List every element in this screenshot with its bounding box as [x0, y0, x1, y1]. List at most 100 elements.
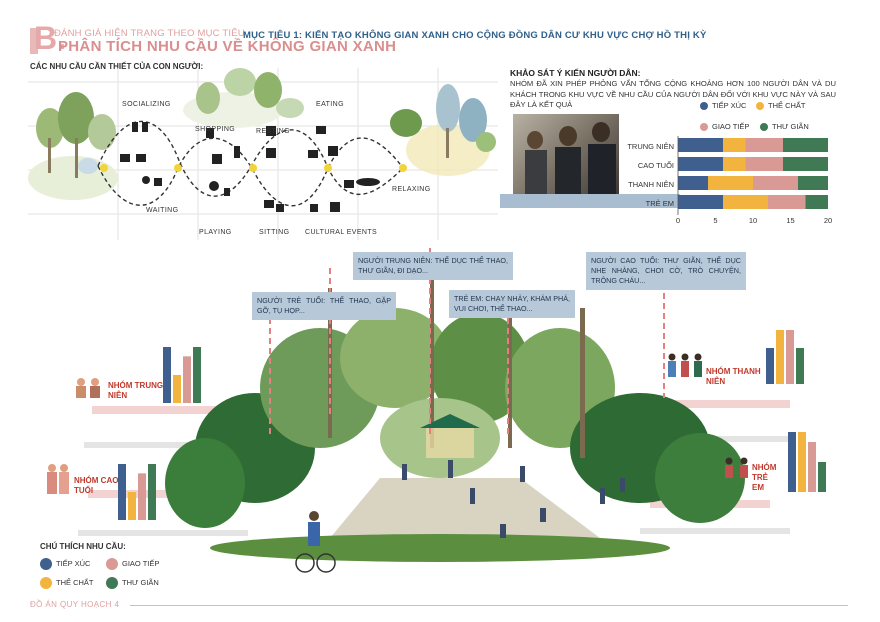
- needs-diagram: [28, 68, 498, 240]
- group-bar: [183, 356, 191, 403]
- center-tree-cluster: [183, 68, 304, 128]
- callout-middle-aged: NGƯỜI TRUNG NIÊN: THỂ DỤC THỂ THAO, THƯ …: [353, 252, 513, 280]
- legend-dot-icon: [40, 577, 52, 589]
- chart-legend-giao-tiep: GIAO TIẾP: [700, 122, 749, 132]
- group-bar: [766, 348, 774, 384]
- category-label: TRẺ EM: [646, 199, 674, 208]
- elderly-people-icon: [44, 462, 72, 498]
- legend-dot-icon: [760, 123, 768, 132]
- section-letter: B.: [34, 20, 66, 56]
- photo-accent-band: [500, 194, 680, 208]
- legend-item-the-chat: THỂ CHẤT: [40, 577, 94, 589]
- legend-dot-icon: [756, 102, 764, 111]
- right-tree-cluster: [390, 84, 496, 176]
- bar-segment: [678, 176, 708, 190]
- activity-path-2: [97, 137, 404, 207]
- group-bar: [798, 432, 806, 492]
- group-bar: [138, 473, 146, 520]
- group-label-elderly: NHÓM CAO TUỔI: [74, 476, 119, 495]
- footer-line: [130, 605, 848, 606]
- activity-cultural-events: CULTURAL EVENTS: [305, 229, 378, 236]
- chart-legend-thu-gian: THƯ GIÃN: [760, 122, 809, 132]
- group-label-children: NHÓM TRẺ EM: [752, 463, 777, 492]
- activity-waiting: WAITING: [146, 207, 179, 214]
- bar-segment: [678, 157, 723, 171]
- x-tick-label: 0: [676, 216, 680, 225]
- bar-segment: [753, 176, 798, 190]
- group-label-middle-aged: NHÓM TRUNG NIÊN: [108, 381, 164, 400]
- legend-item-tiep-xuc: TIẾP XÚC: [40, 558, 90, 570]
- bar-segment: [745, 157, 783, 171]
- bar-segment: [783, 157, 828, 171]
- group-bar: [808, 442, 816, 492]
- group-bar: [173, 375, 181, 403]
- legend-dot-icon: [700, 102, 708, 111]
- activity-resting: RESTING: [256, 128, 290, 135]
- group-bar: [118, 464, 126, 520]
- x-tick-label: 20: [824, 216, 832, 225]
- bar-segment: [723, 138, 746, 152]
- park-illustration: [78, 248, 790, 573]
- group-bar: [818, 462, 826, 492]
- bar-segment: [723, 157, 746, 171]
- group-label-young-adults: NHÓM THANH NIÊN: [706, 367, 761, 386]
- x-tick-label: 10: [749, 216, 757, 225]
- group-bar: [193, 347, 201, 403]
- chart-legend-the-chat: THỂ CHẤT: [756, 101, 806, 111]
- path-nodes: [100, 164, 407, 172]
- group-chart-children: [788, 432, 826, 492]
- park-ground: [210, 534, 670, 562]
- x-tick-label: 15: [786, 216, 794, 225]
- group-chart-young-adults: [766, 330, 804, 384]
- category-label: CAO TUỔI: [638, 161, 674, 170]
- bar-segment: [708, 176, 753, 190]
- footer-label: ĐỒ ÁN QUY HOẠCH 4: [30, 600, 120, 609]
- interview-people-icon: [525, 122, 616, 194]
- middle-aged-people-icon: [72, 376, 104, 402]
- legend-dot-icon: [40, 558, 52, 570]
- legend-dot-icon: [106, 558, 118, 570]
- activity-shopping: SHOPPING: [195, 126, 236, 133]
- park-people: [402, 460, 625, 538]
- activity-sitting: SITTING: [259, 229, 290, 236]
- group-bar: [776, 330, 784, 384]
- group-bar: [788, 432, 796, 492]
- group-bar: [128, 492, 136, 520]
- group-chart-elderly: [118, 464, 156, 520]
- young-adults-icon: [666, 352, 704, 382]
- children-icon: [722, 456, 752, 482]
- group-bar: [786, 330, 794, 384]
- bar-segment: [678, 195, 723, 209]
- legend-item-giao-tiep: GIAO TIẾP: [106, 558, 159, 570]
- legend-title: CHÚ THÍCH NHU CẦU:: [40, 542, 126, 551]
- chart-legend-tiep-xuc: TIẾP XÚC: [700, 101, 746, 111]
- survey-text: NHÓM ĐÃ XIN PHÉP PHỎNG VẤN TỔNG CỘNG KHO…: [510, 79, 836, 109]
- pavilion: [420, 414, 480, 458]
- callout-children: TRẺ EM: CHẠY NHẢY, KHÁM PHÁ, VUI CHƠI, T…: [449, 290, 575, 318]
- category-label: TRUNG NIÊN: [627, 142, 674, 151]
- callout-young-adults: NGƯỜI TRẺ TUỔI: THỂ THAO, GẶP GỠ, TỤ HỌP…: [252, 292, 396, 320]
- bar-segment: [723, 195, 768, 209]
- group-chart-middle-aged: [163, 347, 201, 403]
- park-path: [330, 478, 600, 538]
- group-bar: [163, 347, 171, 403]
- header-accent-bar: [30, 28, 38, 54]
- legend-item-thu-gian: THƯ GIÃN: [106, 577, 159, 589]
- bar-segment: [798, 176, 828, 190]
- activity-socializing: SOCIALIZING: [122, 101, 171, 108]
- group-bar: [796, 348, 804, 384]
- interview-photo: [513, 114, 619, 194]
- category-label: THANH NIÊN: [628, 180, 674, 189]
- section-title: PHÂN TÍCH NHU CẦU VỀ KHÔNG GIAN XANH: [58, 38, 397, 55]
- activity-eating: EATING: [316, 101, 344, 108]
- bar-segment: [678, 138, 723, 152]
- activity-playing: PLAYING: [199, 229, 232, 236]
- section-subtitle: ĐÁNH GIÁ HIỆN TRẠNG THEO MỤC TIÊU: [54, 28, 245, 39]
- survey-title: KHẢO SÁT Ý KIẾN NGƯỜI DÂN:: [510, 68, 641, 78]
- goal-heading: MỤC TIÊU 1: KIẾN TẠO KHÔNG GIAN XANH CHO…: [243, 30, 707, 41]
- cyclist-figure: [295, 511, 336, 573]
- left-tree-cluster: [28, 92, 118, 200]
- bar-segment: [783, 138, 828, 152]
- callout-elderly: NGƯỜI CAO TUỔI: THƯ GIÃN, THỂ DỤC NHẸ NH…: [586, 252, 746, 290]
